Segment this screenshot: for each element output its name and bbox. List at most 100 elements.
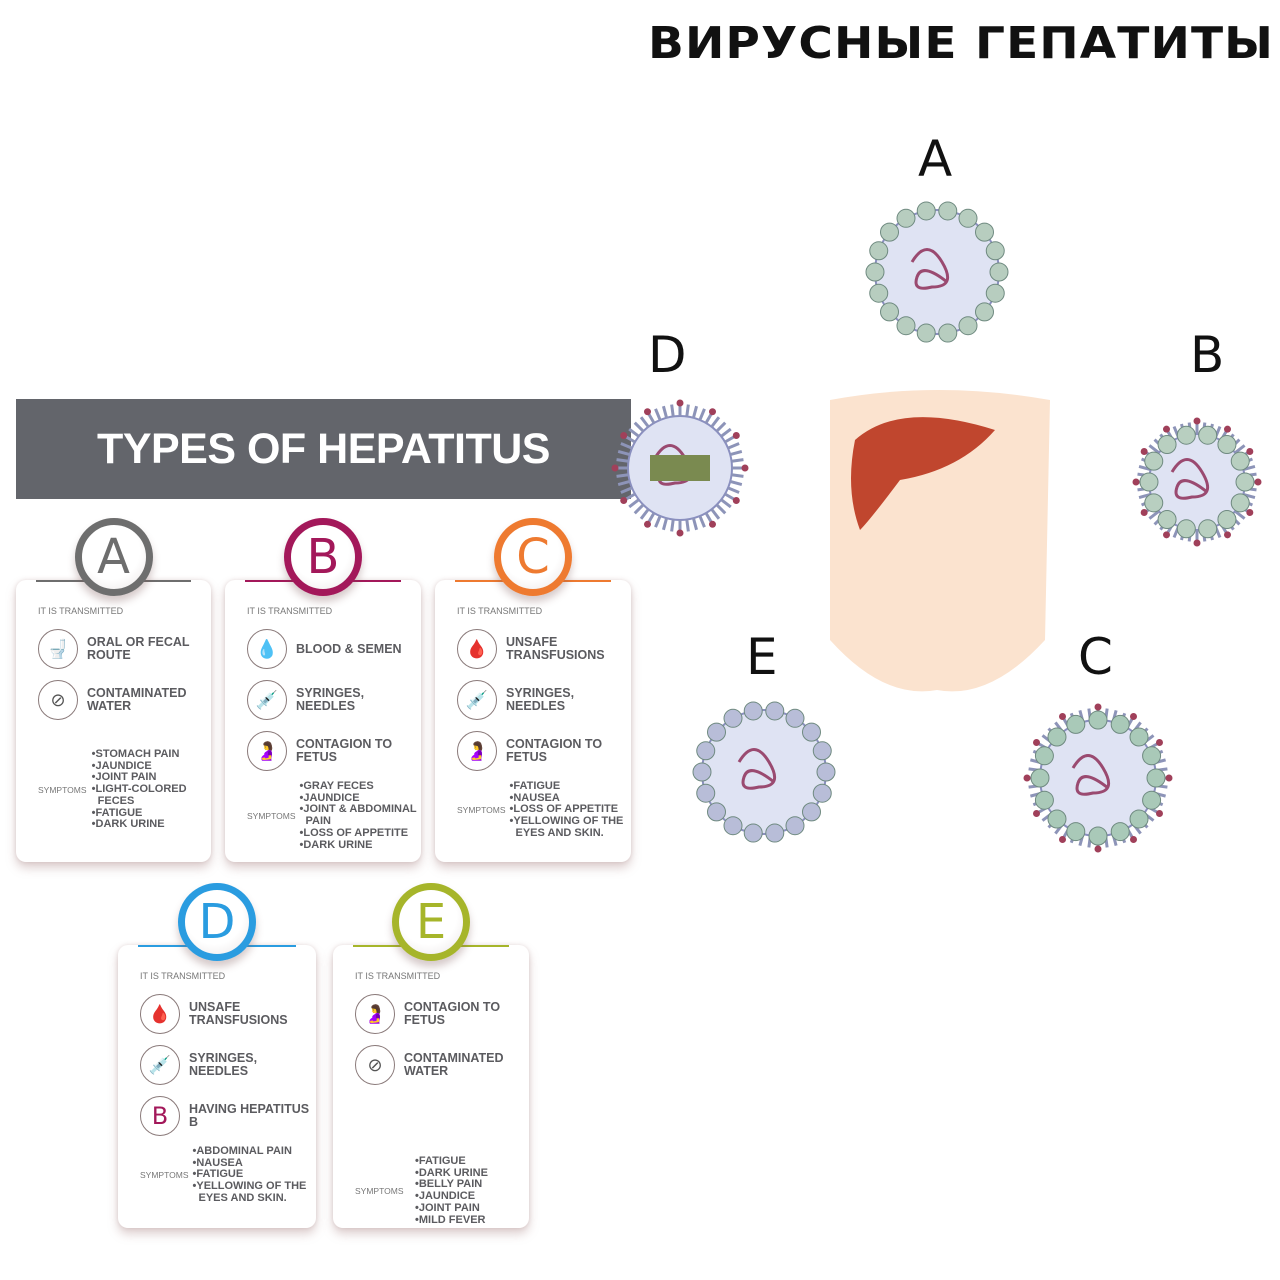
badge-letter: B (306, 529, 340, 585)
transmitted-label: IT IS TRANSMITTED (140, 971, 226, 981)
virus-c-spike (1033, 739, 1041, 746)
virus-a-capsomer (938, 201, 958, 221)
virus-b-spike (1132, 478, 1140, 486)
toilet-icon: 🚽 (38, 629, 78, 669)
virus-e-capsomer (743, 823, 763, 843)
virus-c-capsomer (1088, 826, 1108, 846)
virus-d-spike (685, 519, 690, 532)
symptom-item: DARK URINE (300, 839, 422, 852)
virus-c-spike (1130, 713, 1137, 721)
symptoms-list: FATIGUENAUSEALOSS OF APPETITEYELLOWING O… (510, 780, 632, 840)
virus-a-capsomer (916, 323, 936, 343)
virus-b-spike (1234, 444, 1246, 454)
virus-e-capsomer (723, 708, 743, 728)
virus-c-capsomer (1047, 727, 1067, 747)
virus-a-capsomer (974, 222, 994, 242)
virus-b-capsomer (1230, 493, 1250, 513)
virus-b-capsomer (1144, 451, 1164, 471)
route-item: 💉SYRINGES, NEEDLES (457, 679, 631, 721)
virus-e-capsomer (816, 762, 836, 782)
virus-a-capsomer (865, 262, 885, 282)
virus-b-spike (1148, 444, 1160, 454)
symptom-item: JOINT PAIN (415, 1202, 488, 1215)
virus-d-spike (715, 503, 727, 515)
virus-d-core (650, 455, 710, 481)
virus-d-spike (715, 421, 727, 433)
virus-d-spike (720, 427, 732, 438)
virus-d-spike (628, 427, 640, 438)
virus-b-capsomer (1217, 434, 1237, 454)
symptom-item: DARK URINE (415, 1167, 488, 1180)
virus-c-capsomer (1066, 822, 1086, 842)
route-item: 🚽 ORAL OR FECAL ROUTE (38, 628, 211, 670)
virus-d-spike (633, 503, 645, 515)
virus-b-capsomer (1198, 519, 1218, 539)
symptom-item: LOSS OF APPETITE (300, 827, 422, 840)
symptoms-list: ABDOMINAL PAINNAUSEAFATIGUEYELLOWING OF … (193, 1145, 317, 1205)
symptoms-label: SYMPTOMS (140, 1170, 189, 1181)
route-item: ⊘CONTAMINATED WATER (38, 679, 211, 721)
hepatitis-b-icon: B (140, 1096, 180, 1136)
card-hepatitis-d: D IT IS TRANSMITTED🩸UNSAFE TRANSFUSIONS💉… (118, 883, 317, 1228)
virus-c-spike (1165, 774, 1173, 782)
virus-d-spike (732, 497, 740, 504)
route-item: 🤰CONTAGION TO FETUS (247, 730, 421, 772)
transfusion-icon: 🩸 (140, 994, 180, 1034)
route-label: ORAL OR FECAL ROUTE (87, 635, 190, 662)
symptom-item: NAUSEA (193, 1157, 317, 1170)
virus-label-d: D (648, 326, 687, 384)
virus-d-spike (644, 520, 651, 528)
virus-a-rna (910, 248, 950, 290)
virus-c-spike (1094, 845, 1102, 853)
badge-b: B (284, 518, 362, 596)
symptom-item: ABDOMINAL PAIN (193, 1145, 317, 1158)
symptom-item: STOMACH PAIN (92, 748, 211, 761)
transmitted-label: IT IS TRANSMITTED (457, 606, 543, 616)
virus-c-spike (1155, 810, 1163, 817)
virus-d-spike (685, 404, 690, 417)
virus-a-capsomer (916, 201, 936, 221)
virus-a-capsomer (974, 302, 994, 322)
virus-d-spike (620, 486, 633, 494)
virus-e-capsomer (765, 823, 785, 843)
symptoms-list: GRAY FECESJAUNDICEJOINT & ABDOMINAL PAIN… (300, 780, 422, 852)
virus-d-spike (616, 473, 629, 478)
virus-c-capsomer (1066, 714, 1086, 734)
virus-e-capsomer (801, 722, 821, 742)
symptom-item: FATIGUE (92, 807, 211, 820)
virus-b-spike (1163, 531, 1170, 539)
virus-c-capsomer (1142, 790, 1162, 810)
symptoms-list: STOMACH PAINJAUNDICEJOINT PAINLIGHT-COLO… (92, 748, 211, 831)
virus-c-capsomer (1030, 768, 1050, 788)
virus-c-capsomer (1047, 809, 1067, 829)
virus-c-capsomer (1034, 790, 1054, 810)
virus-e-capsomer (812, 741, 832, 761)
syringe-icon: 💉 (140, 1045, 180, 1085)
transmitted-label: IT IS TRANSMITTED (38, 606, 124, 616)
symptoms-block: SYMPTOMSFATIGUEDARK URINEBELLY PAINJAUND… (355, 1155, 529, 1226)
virus-e-capsomer (696, 783, 716, 803)
virus-c-capsomer (1088, 710, 1108, 730)
virus-c-rna (1071, 754, 1111, 796)
virus-c-capsomer (1146, 768, 1166, 788)
route-label: CONTAMINATED WATER (404, 1051, 504, 1078)
virus-b-spike (1148, 510, 1160, 520)
virus-b-capsomer (1139, 472, 1159, 492)
virus-a-capsomer (938, 323, 958, 343)
virus-b-capsomer (1176, 425, 1196, 445)
route-label: CONTAMINATED WATER (87, 686, 187, 713)
virus-d-spike (729, 480, 743, 487)
badge-letter: E (415, 894, 447, 950)
virus-b-rna (1170, 458, 1210, 500)
symptom-item: JOINT & ABDOMINAL PAIN (300, 803, 422, 827)
virus-a-capsomer (880, 222, 900, 242)
route-label: HAVING HEPATITUS B (189, 1102, 310, 1129)
symptom-item: FATIGUE (193, 1169, 317, 1181)
virus-c-spike (1094, 703, 1102, 711)
virus-c-spike (1155, 739, 1163, 746)
transmitted-label: IT IS TRANSMITTED (355, 971, 441, 981)
virus-c-spike (1059, 835, 1066, 843)
virus-c-spike (1130, 835, 1137, 843)
virus-e-capsomer (707, 802, 727, 822)
